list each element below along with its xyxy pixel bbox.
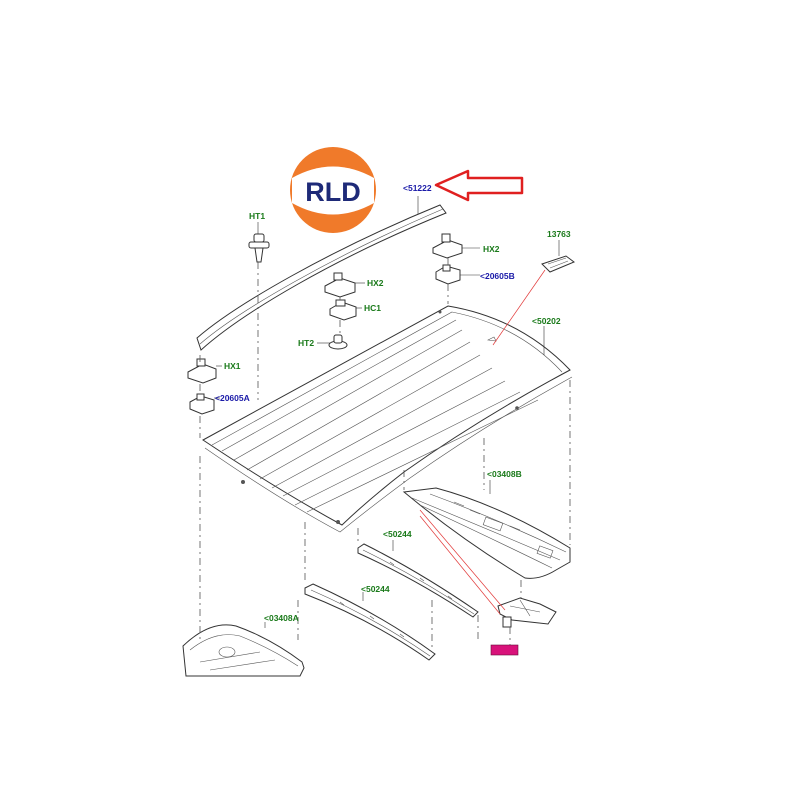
callout-hc1: HC1 xyxy=(364,303,381,313)
callout-ht1: HT1 xyxy=(249,211,265,221)
callout-hx2-upper: HX2 xyxy=(483,244,500,254)
part-13763 xyxy=(541,255,575,273)
callout-50244-front: <50244 xyxy=(361,584,390,594)
clip-hc1 xyxy=(329,299,357,321)
rld-logo: RLD xyxy=(290,147,376,233)
front-header-03408a xyxy=(182,624,305,677)
clip-20605b xyxy=(435,264,461,285)
callout-labels: <51222 HT1 HX2 <20605B 13763 HX2 HC1 <50… xyxy=(215,183,571,623)
callout-20605a: <20605A xyxy=(215,393,250,403)
alignment-lines xyxy=(199,258,571,650)
highlight-callout-box xyxy=(490,644,519,656)
callout-03408b: <03408B xyxy=(487,469,522,479)
callout-50244-rear: <50244 xyxy=(383,529,412,539)
logo-band xyxy=(292,166,374,215)
callout-13763: 13763 xyxy=(547,229,571,239)
bracket-highlighted xyxy=(497,597,557,628)
clip-ht2 xyxy=(328,334,348,350)
clip-ht1 xyxy=(248,233,270,263)
callout-03408a: <03408A xyxy=(264,613,299,623)
rear-header-03408b xyxy=(402,487,571,579)
callout-51222: <51222 xyxy=(403,183,432,193)
roof-rail-strip xyxy=(196,204,447,351)
clip-20605a xyxy=(189,393,215,415)
callout-hx1: HX1 xyxy=(224,361,241,371)
callout-hx2-middle: HX2 xyxy=(367,278,384,288)
roof-bow-front xyxy=(304,583,436,661)
leader-lines xyxy=(214,196,560,628)
callout-20605b: <20605B xyxy=(480,271,515,281)
logo-text: RLD xyxy=(305,177,361,207)
red-arrow-icon xyxy=(434,169,524,202)
clip-hx2-middle xyxy=(324,272,356,298)
callout-50202: <50202 xyxy=(532,316,561,326)
callout-ht2: HT2 xyxy=(298,338,314,348)
clip-hx1 xyxy=(187,358,217,384)
roof-bow-rear xyxy=(357,543,479,618)
roof-panel xyxy=(202,305,573,533)
clip-hx2-upper xyxy=(432,233,463,259)
